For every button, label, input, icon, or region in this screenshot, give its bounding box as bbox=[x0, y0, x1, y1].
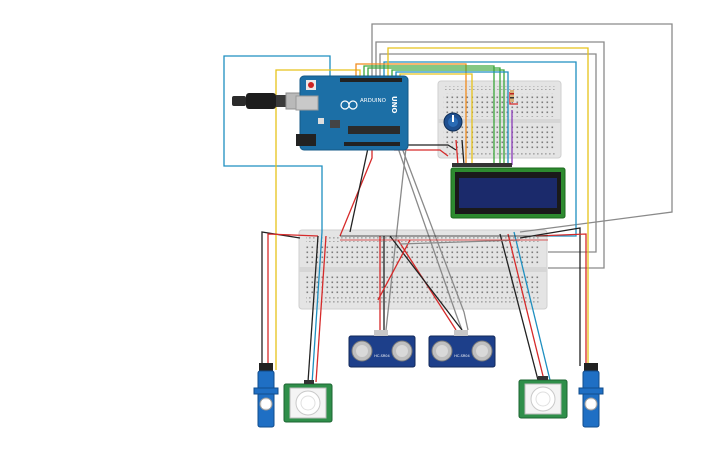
wire-blue-long bbox=[383, 61, 577, 237]
wire-red-rail-right bbox=[535, 233, 587, 366]
wire-red-pir-left bbox=[315, 235, 327, 383]
wire-gray-loop-1 bbox=[371, 23, 673, 233]
arduino-uno: ARDUINO UNO bbox=[295, 75, 409, 151]
wire-gray-us-2 bbox=[401, 147, 469, 331]
wire-red-rail-2 bbox=[267, 233, 319, 366]
wire-black-pir-left bbox=[307, 235, 319, 383]
wire-red-mini bbox=[455, 139, 459, 166]
wire-red-diag bbox=[377, 239, 411, 301]
arduino-brand-text: ARDUINO bbox=[360, 98, 387, 104]
main-breadboard bbox=[298, 229, 548, 310]
wire-red-mini-vcc bbox=[394, 149, 449, 157]
power-analog-header bbox=[344, 142, 400, 146]
wire-orange-1 bbox=[355, 63, 467, 165]
pir-sensor-left bbox=[283, 380, 333, 423]
wires bbox=[223, 23, 673, 385]
wire-green-3 bbox=[391, 69, 505, 165]
atmega-chip bbox=[348, 126, 400, 134]
wire-black-mini-gnd bbox=[398, 144, 457, 151]
wire-red-pir-right bbox=[507, 233, 545, 381]
wire-red-rail bbox=[261, 231, 301, 366]
wire-black-pir-right bbox=[499, 233, 539, 381]
wire-blue-left bbox=[223, 55, 331, 385]
wire-gray-us-3 bbox=[385, 147, 407, 331]
pir-sensor-right bbox=[518, 376, 568, 419]
wire-gray-bb bbox=[399, 239, 521, 245]
lcd-pin-header bbox=[452, 163, 512, 167]
resistor bbox=[510, 90, 514, 102]
ultrasonic-right-label: HC-SR04 bbox=[454, 354, 470, 358]
ultrasonic-sensor-left: HC-SR04 bbox=[348, 330, 416, 368]
servo-motor-left bbox=[253, 363, 279, 428]
wire-black-mini bbox=[461, 139, 465, 166]
wire-yellow-left bbox=[275, 69, 361, 370]
ultrasonic-sensor-right: HC-SR04 bbox=[428, 330, 496, 368]
wire-blue-pir-right bbox=[513, 231, 551, 381]
lcd-16x2 bbox=[450, 163, 566, 219]
wire-red-power bbox=[339, 148, 373, 237]
wire-gray-us-1 bbox=[397, 147, 463, 331]
arduino-model-text: UNO bbox=[390, 96, 398, 114]
wire-blue-2 bbox=[395, 71, 509, 165]
wire-black-us-2 bbox=[389, 235, 463, 331]
wire-gray-loop-2 bbox=[375, 41, 605, 269]
wire-black-power bbox=[349, 147, 369, 233]
wire-green-1 bbox=[363, 65, 495, 165]
wire-green-2 bbox=[367, 67, 501, 165]
potentiometer bbox=[443, 112, 463, 132]
servo-motor-right bbox=[578, 363, 604, 428]
wire-black-rail-right bbox=[519, 227, 581, 366]
digital-header bbox=[340, 78, 402, 82]
ultrasonic-left-label: HC-SR04 bbox=[374, 354, 390, 358]
